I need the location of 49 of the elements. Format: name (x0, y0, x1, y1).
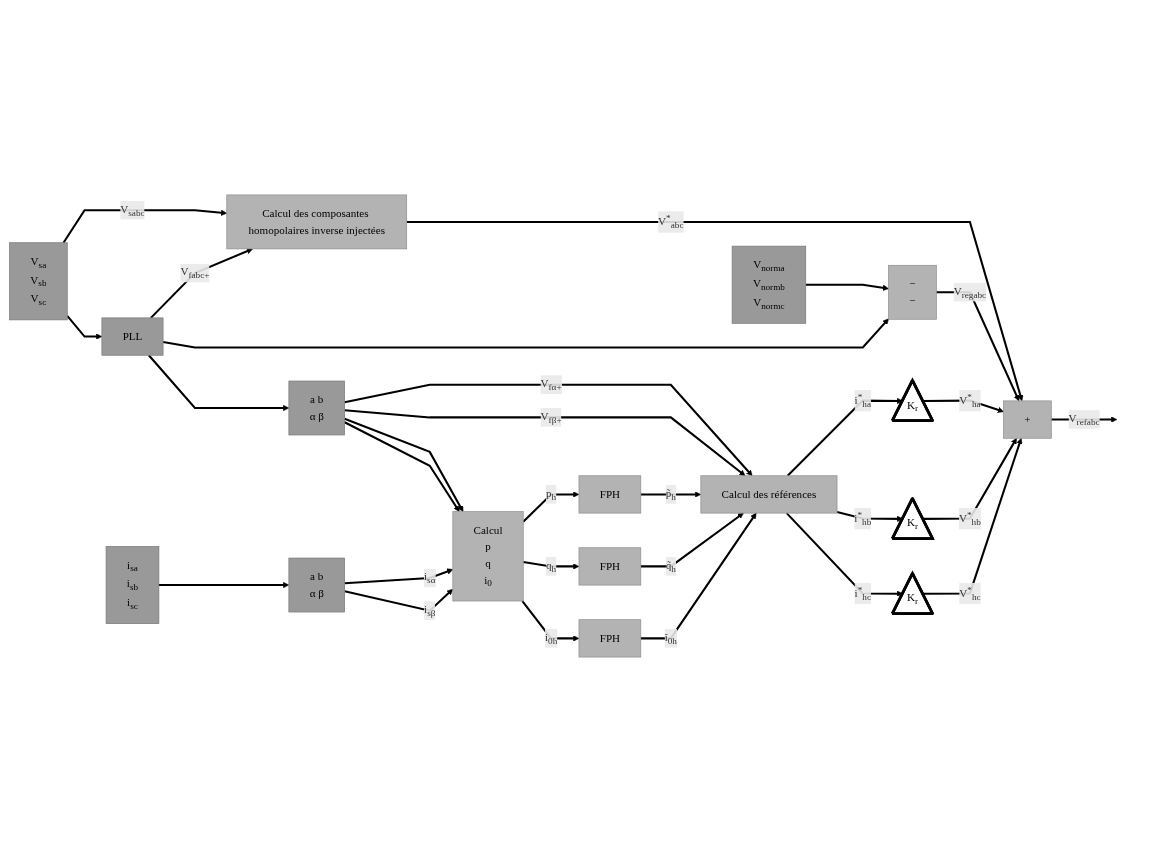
edge-label: q$_{h}$ (546, 559, 557, 574)
edge-label: p̃$_{h}$ (665, 487, 676, 502)
arrow (785, 512, 903, 597)
arrow (148, 354, 290, 412)
node-box: Calcul des composantes homopolaires inverse injectées (226, 194, 408, 250)
edge-label: V$_{fβ+}$ (540, 410, 562, 425)
arrow (922, 437, 1017, 520)
arrow (158, 582, 290, 589)
arrow (344, 409, 746, 477)
arrow (640, 512, 757, 640)
arrow (522, 491, 580, 523)
edge-label: p$_{h}$ (546, 487, 557, 502)
arrow (805, 283, 889, 291)
node-box: − − (888, 264, 937, 320)
node-box: PLL (101, 317, 164, 356)
node-box: FPH (578, 619, 642, 658)
edge-label: V$_{sabc}$ (120, 202, 145, 218)
arrow (162, 318, 889, 349)
edge-label: V$_{fabc+}$ (180, 265, 210, 281)
node-box: V$_{norma}$ V$_{normb}$ V$_{normc}$ (731, 245, 807, 324)
arrow (66, 315, 103, 340)
node-box: + (1003, 400, 1052, 439)
node-box: a b α β (288, 557, 345, 613)
arrow (640, 491, 702, 498)
arrow (836, 510, 903, 522)
edge-label: ĩ$_{0h}$ (664, 631, 677, 646)
arrow (344, 383, 753, 477)
arrow (786, 397, 903, 477)
node-box: Calcul des références (700, 475, 838, 514)
node-box: FPH (578, 547, 642, 586)
arrow (922, 399, 1004, 413)
edge-label: V$_{refabc}$ (1068, 412, 1100, 427)
node-box: a b α β (288, 380, 345, 436)
arrow (521, 600, 580, 642)
edge-label: i$_{sβ}$ (424, 603, 436, 619)
node-box: i$_{sa}$ i$_{sb}$ i$_{sc}$ (105, 546, 160, 624)
arrow (150, 248, 253, 319)
edge-label: V$_{regabc}$ (953, 284, 987, 300)
edge-label: i$_{0h}$ (544, 631, 558, 646)
edge-label: i$_{sα}$ (424, 570, 436, 586)
arrow (344, 568, 454, 585)
edge-label: q̃$_{h}$ (665, 559, 676, 574)
node-box: FPH (578, 475, 642, 514)
node-box: Calcul p q i$_{0}$ (452, 511, 524, 602)
arrow (640, 512, 744, 568)
node-box: V$_{sa}$ V$_{sb}$ V$_{sc}$ (9, 242, 68, 321)
arrow (344, 588, 454, 612)
arrow (922, 438, 1023, 595)
edge-label: V$_{fα+}$ (540, 377, 562, 393)
